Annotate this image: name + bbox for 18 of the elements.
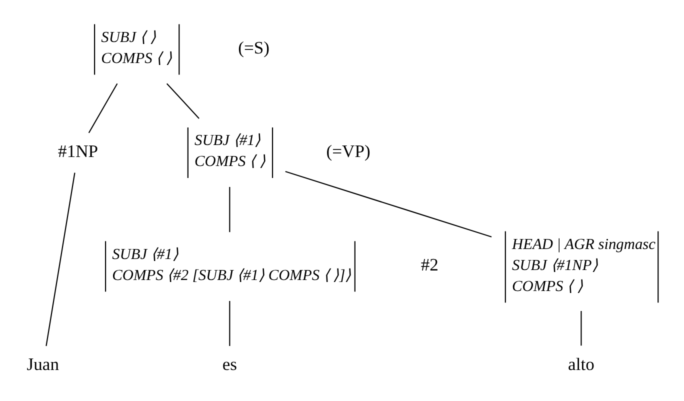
node-text: #1NP [58,140,98,161]
node-text: HEAD | AGR singmasc SUBJ ⟨#1NP⟩ COMPS ⟨ ⟩ [512,236,656,295]
node-label: (=VP) [326,140,370,161]
connector [580,311,582,346]
connector [229,300,230,346]
node-label: (=S) [238,38,270,58]
connector [46,172,76,346]
node-text: SUBJ ⟨#1⟩ COMPS ⟨ ⟩ [194,132,266,170]
node-text: SUBJ ⟨ ⟩ COMPS ⟨ ⟩ [101,28,172,67]
connector [166,83,200,119]
node-text: Juan [26,354,60,374]
node-text: alto [568,354,594,374]
connector [229,186,230,232]
connector [88,83,118,134]
node-text: SUBJ ⟨#1⟩ COMPS ⟨#2 [SUBJ ⟨#1⟩ COMPS ⟨ ⟩]⟩ [112,246,352,284]
node-text: es [222,354,237,374]
node-label: #2 [420,254,438,275]
connector [285,170,492,238]
